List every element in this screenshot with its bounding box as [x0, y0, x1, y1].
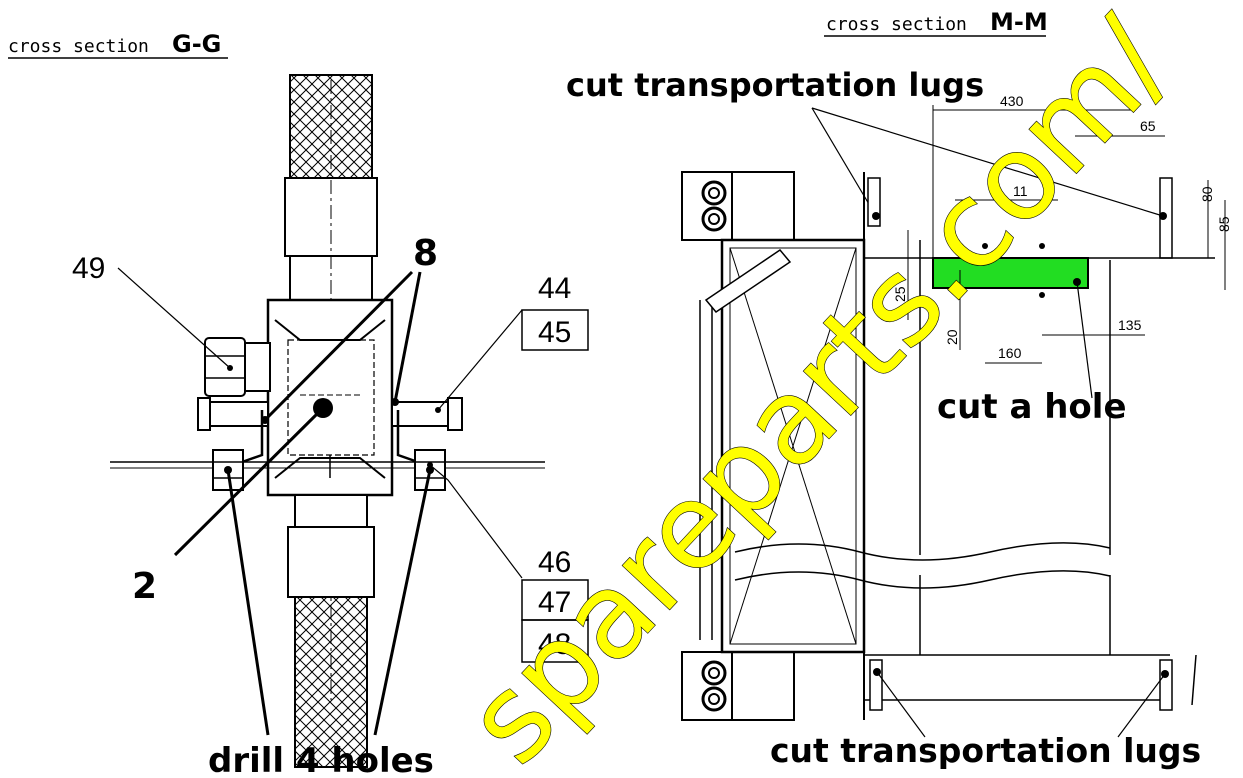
dim-20: 20 — [944, 329, 960, 345]
drill-holes-label: drill 4 holes — [208, 741, 434, 778]
callout-47: 47 — [538, 586, 571, 619]
dim-85: 85 — [1216, 216, 1232, 232]
callout-48: 48 — [538, 628, 571, 661]
fitting-lower — [287, 526, 375, 598]
cut-lugs-bottom-label: cut transportation lugs — [770, 731, 1201, 770]
dim-25: 25 — [892, 286, 908, 302]
section-g-g-id: G-G — [172, 30, 221, 58]
dim-160: 160 — [998, 345, 1022, 361]
callout-45: 45 — [538, 316, 571, 349]
nut-49 — [204, 337, 246, 397]
section-g-g: cross section G-G — [8, 30, 589, 778]
dim-80: 80 — [1199, 186, 1215, 202]
cut-hole-area — [932, 257, 1089, 289]
dim-135: 135 — [1118, 317, 1142, 333]
dimensions: 430 65 11 80 85 25 20 160 135 — [892, 93, 1232, 364]
callout-2: 2 — [132, 566, 157, 607]
section-g-g-prefix: cross section — [8, 36, 149, 57]
dim-11: 11 — [1013, 183, 1028, 199]
hose-lower — [294, 596, 368, 768]
dim-65: 65 — [1140, 118, 1156, 134]
callout-46: 46 — [538, 546, 571, 579]
bolt-lower-left — [212, 449, 244, 491]
section-m-m: cross section M-M cut transportation lug… — [566, 8, 1232, 770]
callout-49: 49 — [72, 252, 105, 285]
callout-8: 8 — [413, 233, 438, 274]
callout-44: 44 — [538, 272, 571, 305]
cut-hole-label: cut a hole — [937, 387, 1127, 427]
section-m-m-id: M-M — [990, 8, 1048, 36]
lug-bottom-right — [1159, 659, 1173, 711]
cut-lugs-top-label: cut transportation lugs — [566, 66, 984, 104]
section-m-m-prefix: cross section — [826, 14, 967, 35]
dim-430: 430 — [1000, 93, 1024, 109]
lug-bottom-left — [869, 659, 883, 711]
